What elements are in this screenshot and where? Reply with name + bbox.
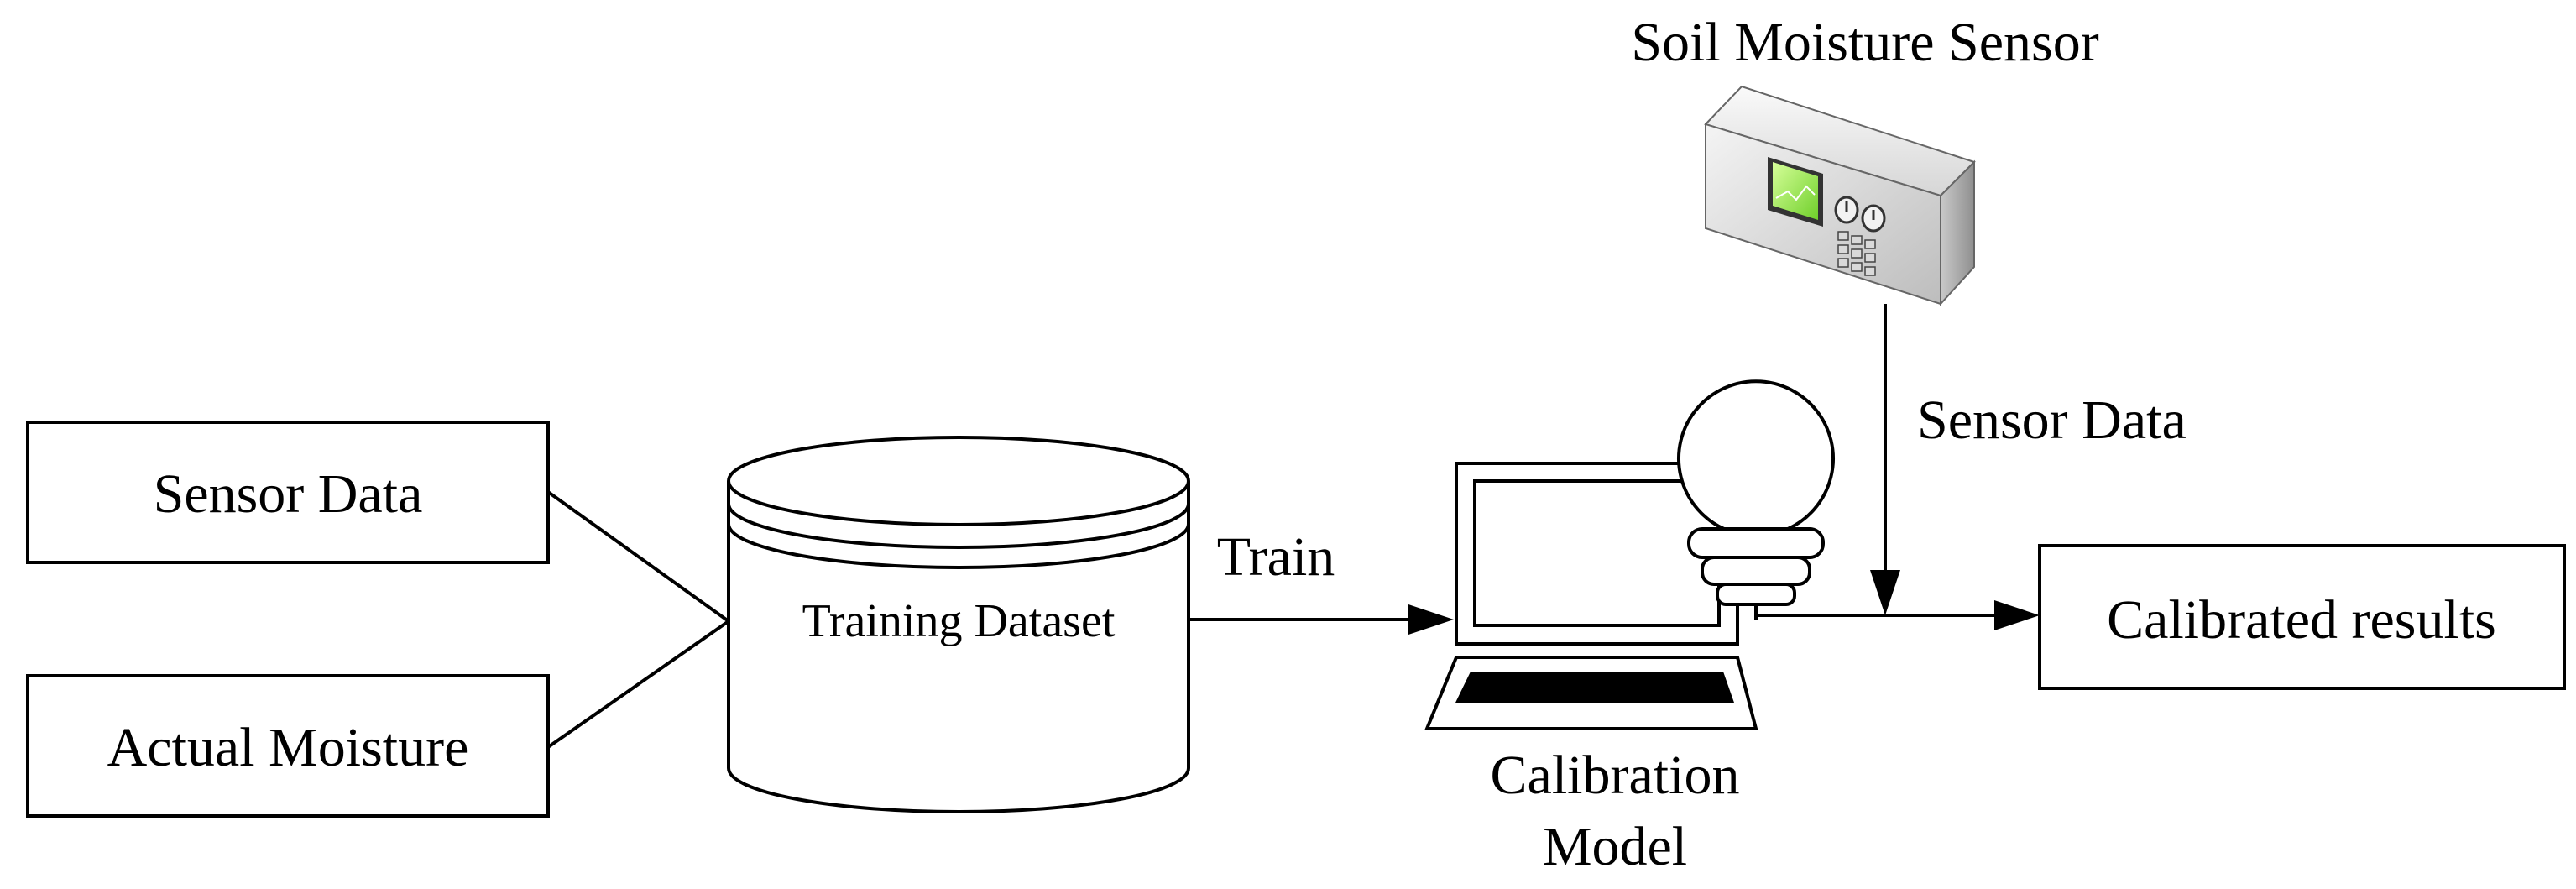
calibration-model-label-line2: Model — [1543, 816, 1687, 877]
train-edge-label: Train — [1217, 526, 1335, 588]
calibrated-results-box: Calibrated results — [2038, 544, 2566, 690]
actual-moisture-box-label: Actual Moisture — [107, 717, 469, 778]
sensor-data-box: Sensor Data — [26, 421, 550, 564]
sensor-data-edge-label: Sensor Data — [1917, 390, 2187, 451]
connector-sensor-to-dataset — [546, 490, 730, 623]
database-cylinder-icon: Training Dataset — [727, 436, 1190, 813]
training-dataset-label: Training Dataset — [802, 595, 1116, 647]
calibrated-results-label: Calibrated results — [2107, 589, 2496, 651]
calibration-model-label-line1: Calibration — [1491, 745, 1740, 806]
connector-moisture-to-dataset — [546, 620, 730, 749]
lightbulb-icon — [1677, 379, 1835, 620]
sensor-data-arrow: Sensor Data — [1870, 304, 2187, 615]
soil-moisture-sensor-label: Soil Moisture Sensor — [1631, 12, 2098, 73]
train-arrow: Train — [1189, 526, 1454, 635]
sensor-data-box-label: Sensor Data — [154, 463, 423, 525]
sensor-device-icon — [1704, 85, 1976, 306]
actual-moisture-box: Actual Moisture — [26, 674, 550, 818]
output-arrow — [1758, 600, 2040, 630]
